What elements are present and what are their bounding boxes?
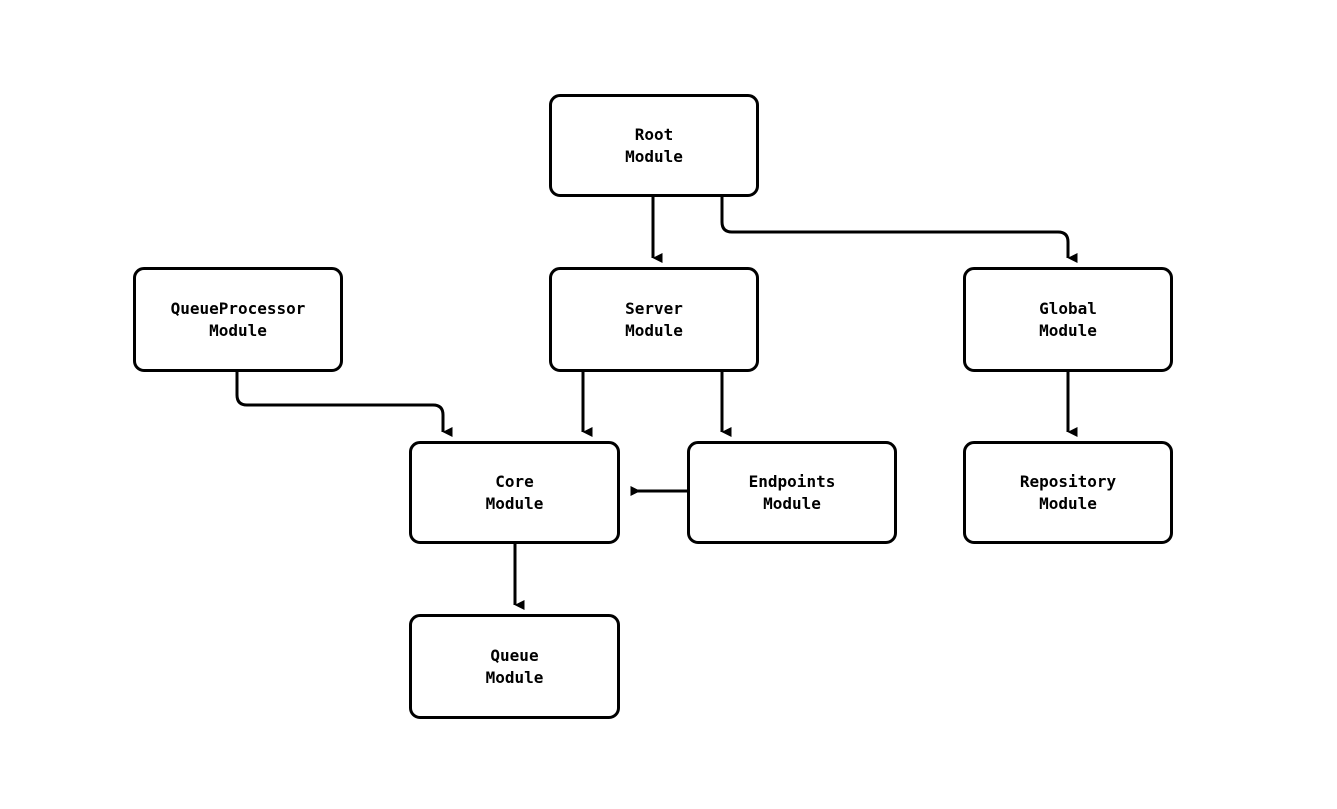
node-queueprocessor-label: QueueProcessor Module xyxy=(170,298,306,340)
edge-queueprocessor-to-core xyxy=(235,372,453,437)
node-server[interactable]: Server Module xyxy=(549,267,759,372)
node-root[interactable]: Root Module xyxy=(549,94,759,197)
node-queue-label: Queue Module xyxy=(485,645,544,687)
node-endpoints-label: Endpoints Module xyxy=(748,471,836,513)
node-global[interactable]: Global Module xyxy=(963,267,1173,372)
node-global-label: Global Module xyxy=(1039,298,1097,340)
node-server-label: Server Module xyxy=(625,298,683,340)
node-core[interactable]: Core Module xyxy=(409,441,620,544)
node-queue[interactable]: Queue Module xyxy=(409,614,620,719)
edge-root-to-global xyxy=(720,197,1078,263)
node-repository[interactable]: Repository Module xyxy=(963,441,1173,544)
node-queueprocessor[interactable]: QueueProcessor Module xyxy=(133,267,343,372)
node-root-label: Root Module xyxy=(625,124,683,166)
node-endpoints[interactable]: Endpoints Module xyxy=(687,441,897,544)
node-repository-label: Repository Module xyxy=(1019,471,1117,513)
node-core-label: Core Module xyxy=(485,471,544,513)
